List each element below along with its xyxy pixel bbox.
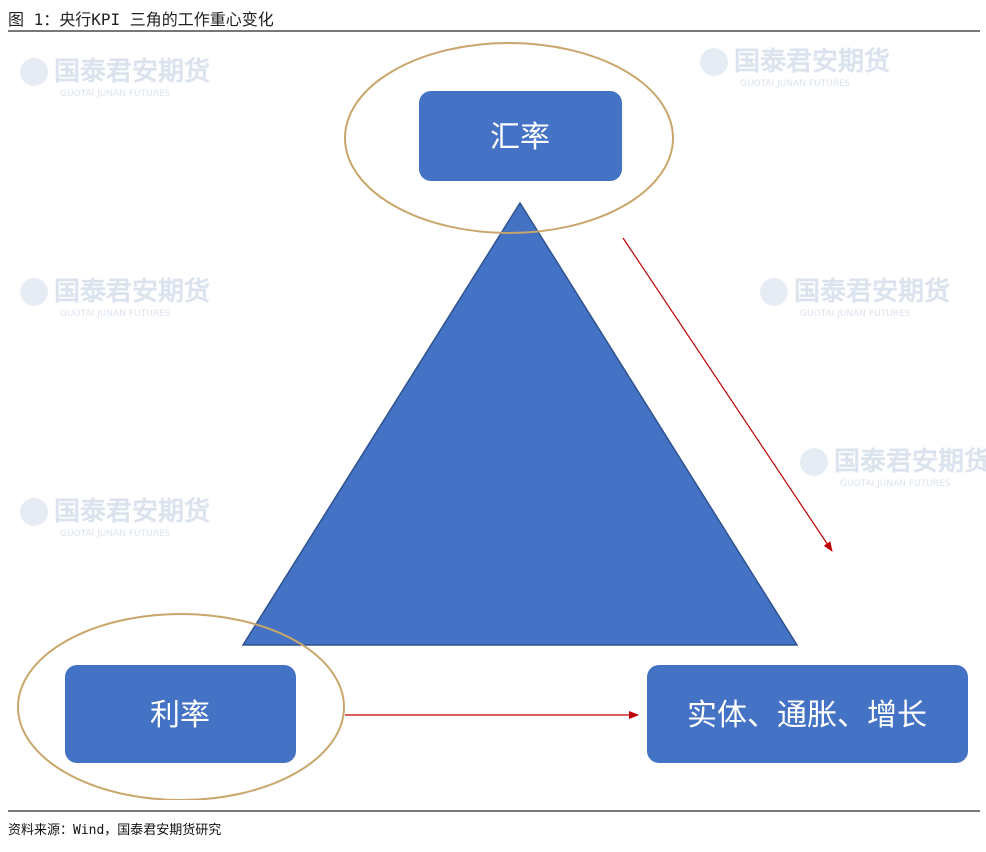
source-note: 资料来源：Wind，国泰君安期货研究 bbox=[8, 823, 222, 838]
node-label-interest-rate: 利率 bbox=[150, 698, 210, 733]
svg-text:GUOTAI JUNAN FUTURES: GUOTAI JUNAN FUTURES bbox=[840, 479, 951, 489]
watermark: 国泰君安期货 GUOTAI JUNAN FUTURES bbox=[20, 276, 210, 319]
bottom-divider bbox=[8, 810, 980, 812]
watermark: 国泰君安期货 GUOTAI JUNAN FUTURES bbox=[760, 276, 950, 319]
watermark-layer: 国泰君安期货 GUOTAI JUNAN FUTURES 国泰君安期货 GUOTAI J… bbox=[20, 46, 986, 539]
kpi-triangle bbox=[241, 201, 799, 646]
node-box-exchange-rate bbox=[419, 91, 622, 181]
svg-text:GUOTAI JUNAN FUTURES: GUOTAI JUNAN FUTURES bbox=[60, 529, 171, 539]
svg-text:国泰君安期货: 国泰君安期货 bbox=[794, 276, 950, 307]
figure-title: 图 1：央行KPI 三角的工作重心变化 bbox=[8, 10, 274, 29]
top-divider bbox=[8, 30, 980, 32]
arrow-shift-diagonal bbox=[622, 237, 833, 552]
svg-text:国泰君安期货: 国泰君安期货 bbox=[54, 496, 210, 527]
kpi-triangle-diagram: 国泰君安期货 GUOTAI JUNAN FUTURES 国泰君安期货 GUOTAI J… bbox=[17, 42, 986, 800]
highlight-ellipse-interest-rate bbox=[17, 613, 345, 800]
svg-text:GUOTAI JUNAN FUTURES: GUOTAI JUNAN FUTURES bbox=[740, 79, 851, 89]
svg-text:国泰君安期货: 国泰君安期货 bbox=[734, 46, 890, 77]
watermark: 国泰君安期货 GUOTAI JUNAN FUTURES bbox=[700, 46, 890, 89]
node-box-economy bbox=[647, 665, 968, 763]
svg-text:国泰君安期货: 国泰君安期货 bbox=[834, 446, 986, 477]
watermark: 国泰君安期货 GUOTAI JUNAN FUTURES bbox=[20, 496, 210, 539]
node-label-economy: 实体、通胀、增长 bbox=[687, 698, 927, 733]
highlight-ellipse-exchange-rate bbox=[344, 42, 674, 234]
watermark: 国泰君安期货 GUOTAI JUNAN FUTURES bbox=[800, 446, 986, 489]
node-box-interest-rate bbox=[65, 665, 296, 763]
watermark: 国泰君安期货 GUOTAI JUNAN FUTURES bbox=[20, 56, 210, 99]
svg-text:GUOTAI JUNAN FUTURES: GUOTAI JUNAN FUTURES bbox=[60, 309, 171, 319]
node-label-exchange-rate: 汇率 bbox=[490, 120, 550, 155]
svg-text:国泰君安期货: 国泰君安期货 bbox=[54, 56, 210, 87]
svg-text:国泰君安期货: 国泰君安期货 bbox=[54, 276, 210, 307]
svg-text:GUOTAI JUNAN FUTURES: GUOTAI JUNAN FUTURES bbox=[60, 89, 171, 99]
svg-text:GUOTAI JUNAN FUTURES: GUOTAI JUNAN FUTURES bbox=[800, 309, 911, 319]
